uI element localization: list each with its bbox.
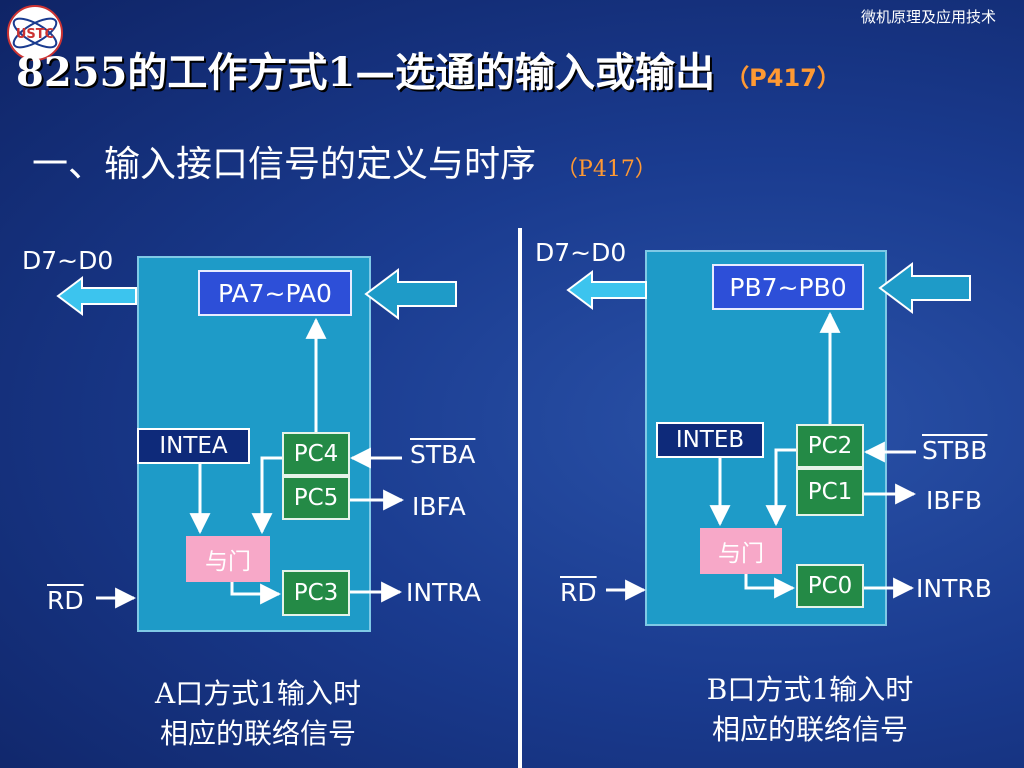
port-b-stb-label: STBB: [922, 436, 988, 465]
port-a-stb-label: STBA: [410, 440, 476, 469]
port-a-ibf-label: IBFA: [412, 492, 466, 521]
port-b-pc0: PC0: [796, 564, 864, 608]
port-a-data-bus-label: D7~D0: [22, 246, 114, 275]
port-b-caption: B口方式1输入时 相应的联络信号: [660, 670, 960, 750]
port-b-input-arrow-icon: [878, 262, 971, 314]
port-b-data-bus-label: D7~D0: [535, 238, 627, 267]
port-b-inte: INTEB: [656, 422, 764, 458]
port-a-output-arrow-icon: [56, 276, 137, 316]
port-b-ibf-label: IBFB: [926, 486, 983, 515]
port-a-register: PA7~PA0: [198, 270, 352, 316]
port-a-and-gate: 与门: [186, 536, 270, 582]
port-b-pc2: PC2: [796, 424, 864, 468]
ustc-logo-icon: USTC: [6, 4, 64, 62]
port-a-caption-line2: 相应的联络信号: [159, 717, 356, 750]
logo-text: USTC: [16, 27, 54, 42]
port-b-and-gate: 与门: [700, 528, 782, 574]
port-b-pc1: PC1: [796, 468, 864, 516]
port-a-caption-line1: A口方式1输入时: [154, 677, 362, 710]
port-a-wires: [96, 317, 405, 609]
port-b-output-arrow-icon: [566, 270, 647, 310]
port-b-caption-line1: B口方式1输入时: [706, 673, 914, 706]
course-name: 微机原理及应用技术: [860, 8, 996, 26]
port-a-pc5: PC5: [282, 476, 350, 520]
port-b-register: PB7~PB0: [712, 264, 864, 310]
port-a-pc3: PC3: [282, 570, 350, 616]
page-title: 8255的工作方式1—选通的输入或输出 （P417）: [16, 40, 841, 98]
port-a-caption: A口方式1输入时 相应的联络信号: [108, 674, 408, 754]
section-page-ref: （P417）: [556, 157, 657, 182]
port-a-pc4: PC4: [282, 432, 350, 476]
port-a-inte: INTEA: [137, 428, 250, 464]
port-a-input-arrow-icon: [364, 268, 457, 320]
port-b-caption-line2: 相应的联络信号: [711, 713, 908, 746]
port-a-intr-label: INTRA: [406, 578, 481, 607]
title-page-ref: （P417）: [725, 64, 841, 92]
page-title-text: 8255的工作方式1—选通的输入或输出: [16, 49, 716, 96]
port-b-intr-label: INTRB: [916, 574, 992, 603]
port-a-rd-label: RD: [47, 586, 84, 615]
section-heading-text: 一、输入接口信号的定义与时序: [32, 144, 537, 185]
port-b-wires: [606, 311, 917, 601]
section-heading: 一、输入接口信号的定义与时序 （P417）: [32, 135, 657, 187]
center-divider: [518, 228, 522, 768]
port-b-rd-label: RD: [560, 578, 597, 607]
